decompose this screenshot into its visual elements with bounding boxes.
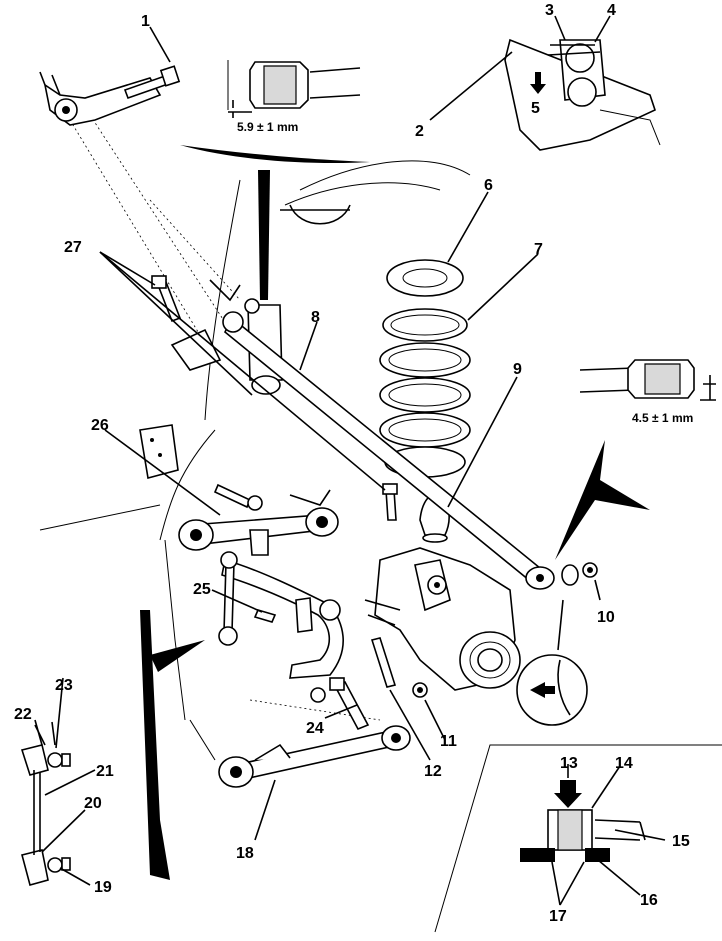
- bolts-11-12: [370, 637, 428, 698]
- callout-22: 22: [14, 706, 32, 723]
- nut-washer-10: [561, 562, 598, 586]
- callout-25: 25: [193, 581, 211, 598]
- side-bracket: [139, 424, 179, 479]
- callout-21: 21: [96, 763, 114, 780]
- callout-1: 1: [141, 13, 150, 30]
- measurement-labels: 5.9 ± 1 mm 4.5 ± 1 mm: [237, 120, 693, 425]
- callout-4: 4: [607, 2, 616, 19]
- stabilizer-link: [218, 551, 277, 646]
- callout-20: 20: [84, 795, 102, 812]
- callout-labels: 1 2 3 4 5 6 7 8 9 10 11 12 13 14 15 16 1…: [14, 2, 690, 925]
- upper-control-arm: [178, 489, 339, 556]
- callout-9: 9: [513, 361, 522, 378]
- callout-27: 27: [64, 239, 82, 256]
- leader-lines: [34, 15, 666, 906]
- callout-8: 8: [311, 309, 320, 326]
- callout-15: 15: [672, 833, 690, 850]
- callout-3: 3: [545, 2, 554, 19]
- alignment-lines: [69, 114, 381, 721]
- bushing-section-detail: [520, 780, 646, 862]
- upper-mount-bracket: [39, 71, 162, 126]
- callout-10: 10: [597, 609, 615, 626]
- callout-14: 14: [615, 755, 633, 772]
- callout-19: 19: [94, 879, 112, 896]
- upper-bolt: [123, 65, 181, 100]
- callout-16: 16: [640, 892, 658, 909]
- callout-13: 13: [560, 755, 578, 772]
- callout-2: 2: [415, 123, 424, 140]
- callout-26: 26: [91, 417, 109, 434]
- callout-23: 23: [55, 677, 73, 694]
- coil-spring: [379, 308, 471, 478]
- callout-18: 18: [236, 845, 254, 862]
- measurement-upper: 5.9 ± 1 mm: [237, 120, 298, 134]
- bushing-inset-upper: [227, 60, 361, 118]
- callout-11: 11: [440, 733, 457, 750]
- callout-24: 24: [306, 720, 324, 737]
- callout-5: 5: [531, 100, 540, 117]
- spring-seat: [386, 259, 464, 297]
- stabilizer-bar: [221, 558, 344, 679]
- lower-control-arm: [218, 725, 411, 788]
- stabilizer-bushing-detail: [504, 38, 661, 151]
- knuckle-hub: [364, 547, 521, 691]
- body-outline: [39, 160, 722, 933]
- callout-7: 7: [534, 241, 543, 258]
- callout-17: 17: [549, 908, 567, 925]
- measurement-right: 4.5 ± 1 mm: [632, 411, 693, 425]
- circular-detail: [516, 599, 588, 726]
- trailing-arm: [222, 311, 555, 590]
- wedge-markers: [140, 440, 650, 880]
- bolt-24: [310, 677, 370, 731]
- upper-arm-bracket: [170, 279, 260, 371]
- callout-12: 12: [424, 763, 442, 780]
- bushing-inset-right: [579, 359, 716, 401]
- end-link-detail: [20, 721, 71, 886]
- callout-6: 6: [484, 177, 493, 194]
